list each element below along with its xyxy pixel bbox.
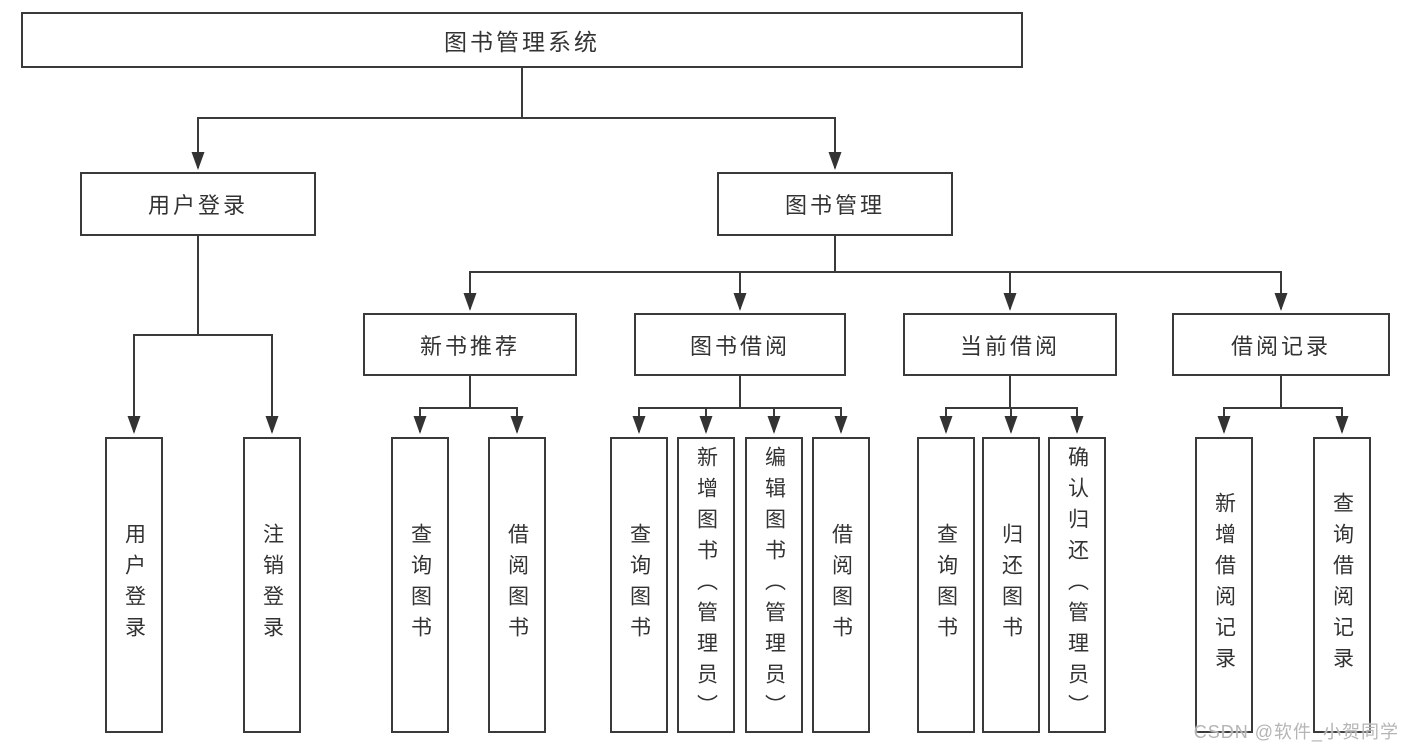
leaf-bb-query-book-label: 查询图书 [627,523,651,647]
leaf-nr-query-book-label: 查询图书 [408,523,432,647]
node-book-borrow: 图书借阅 [634,313,846,376]
leaf-user-login: 用户登录 [105,437,163,733]
node-new-book-recommend: 新书推荐 [363,313,577,376]
leaf-bb-add-book: 新增图书（管理员） [677,437,735,733]
leaf-cb-confirm-return: 确认归还（管理员） [1048,437,1106,733]
leaf-nr-query-book: 查询图书 [391,437,449,733]
csdn-watermark: CSDN @软件_小贺同学 [1193,722,1399,742]
node-user-login-label: 用户登录 [147,193,248,218]
leaf-br-query-record-label: 查询借阅记录 [1330,492,1354,678]
leaf-bb-edit-book-label: 编辑图书（管理员） [762,445,786,725]
node-book-borrow-label: 图书借阅 [689,333,790,359]
leaf-nr-borrow-book: 借阅图书 [488,437,546,733]
leaf-logout: 注销登录 [243,437,301,733]
leaf-bb-edit-book: 编辑图书（管理员） [745,437,803,733]
leaf-bb-query-book: 查询图书 [610,437,668,733]
leaf-br-add-record: 新增借阅记录 [1195,437,1253,733]
node-book-management-label: 图书管理 [784,193,885,218]
node-current-borrow: 当前借阅 [903,313,1117,376]
leaf-cb-return-book-label: 归还图书 [999,523,1023,647]
leaf-cb-return-book: 归还图书 [982,437,1040,733]
leaf-br-add-record-label: 新增借阅记录 [1212,492,1236,678]
leaf-cb-query-book-label: 查询图书 [934,523,958,647]
leaf-bb-borrow-book-label: 借阅图书 [829,523,853,647]
leaf-user-login-label: 用户登录 [122,523,146,647]
leaf-cb-confirm-return-label: 确认归还（管理员） [1065,445,1089,725]
leaf-nr-borrow-book-label: 借阅图书 [505,523,529,647]
node-new-book-recommend-label: 新书推荐 [419,333,520,359]
leaf-bb-add-book-label: 新增图书（管理员） [694,445,718,725]
node-user-login: 用户登录 [80,172,316,236]
leaf-bb-borrow-book: 借阅图书 [812,437,870,733]
node-borrow-records: 借阅记录 [1172,313,1390,376]
node-root-system-label: 图书管理系统 [444,29,600,55]
leaf-cb-query-book: 查询图书 [917,437,975,733]
node-current-borrow-label: 当前借阅 [959,333,1060,359]
node-root-system: 图书管理系统 [21,12,1023,68]
leaf-logout-label: 注销登录 [260,523,284,647]
node-borrow-records-label: 借阅记录 [1230,333,1331,359]
leaf-br-query-record: 查询借阅记录 [1313,437,1371,733]
node-book-management: 图书管理 [717,172,953,236]
